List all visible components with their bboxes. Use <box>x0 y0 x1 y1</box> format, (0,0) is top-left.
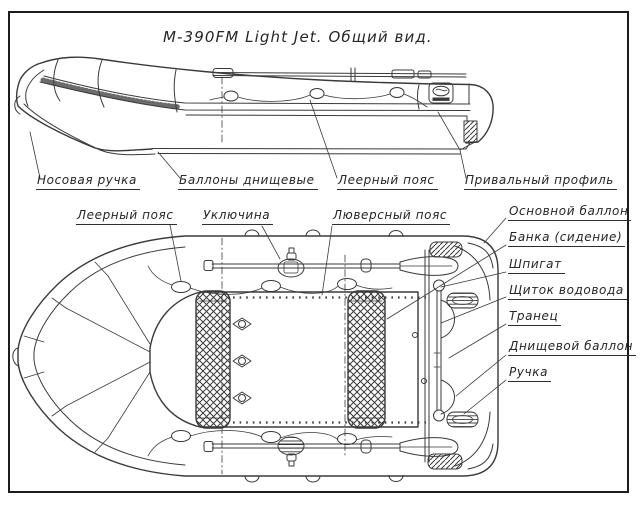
label-seat: Банка (сидение) <box>508 231 626 247</box>
bottom-tube-end <box>440 379 455 415</box>
hull-bottom-tubes <box>151 142 471 155</box>
tube-seam <box>417 84 420 110</box>
grommet-strips <box>233 296 427 424</box>
brand-badge-icon <box>428 82 454 104</box>
rope-ring <box>337 433 357 445</box>
transom-side <box>463 120 478 143</box>
rope-ring <box>337 278 357 290</box>
label-grab-rope-plan: Леерный пояс <box>76 209 177 225</box>
grab-rope-side <box>209 87 428 108</box>
label-main-tube: Основной баллон <box>508 205 632 221</box>
rope-ring <box>261 431 281 443</box>
seat-front <box>195 290 231 429</box>
leader-lines <box>29 99 507 415</box>
tube-bottom-edge <box>185 114 468 122</box>
bow-segments <box>23 246 186 466</box>
oarlock-port <box>277 247 305 278</box>
hull-outline <box>12 229 499 483</box>
cockpit-outline <box>149 291 419 428</box>
plan-view <box>12 229 499 483</box>
rope-ring <box>261 280 281 292</box>
label-scupper: Шпигат <box>508 258 565 274</box>
rope-ring <box>171 430 191 442</box>
label-grab-rope-side: Леерный пояс <box>337 174 438 190</box>
oar-side <box>212 67 467 82</box>
seat-rear <box>347 290 386 429</box>
label-handle: Ручка <box>508 366 552 382</box>
label-transom: Транец <box>508 310 562 326</box>
label-bow-handle: Носовая ручка <box>36 174 140 190</box>
transom-plan <box>412 249 430 463</box>
tube-seam <box>173 69 178 113</box>
oar-port <box>203 256 459 276</box>
tube-top-edge <box>37 56 471 86</box>
bottom-tube-end <box>440 299 455 339</box>
drawing-title: М-390FM Light Jet. Общий вид. <box>163 28 433 46</box>
oarlock-starboard <box>277 436 305 467</box>
bow-handle-shape <box>12 347 19 367</box>
stern-cap <box>465 83 494 144</box>
grab-ropes-plan <box>147 265 393 457</box>
label-bottom-tubes: Баллоны днищевые <box>178 174 318 190</box>
stern-handles <box>446 292 479 428</box>
corner-patches <box>427 241 463 470</box>
oar-starboard <box>203 437 459 457</box>
bow-handle-shape <box>14 95 21 115</box>
rope-ring <box>223 90 239 102</box>
scupper-hole <box>433 279 445 292</box>
label-oarlock: Уключина <box>202 209 274 225</box>
rope-ring <box>309 88 325 99</box>
rope-ring <box>171 281 191 293</box>
bow <box>14 59 156 156</box>
side-view <box>14 56 494 156</box>
rub-rail-band <box>39 75 471 111</box>
label-bottom-tube: Днищевой баллон <box>508 340 637 356</box>
label-rub-rail: Привальный профиль <box>464 174 617 190</box>
label-grommet-belt: Люверсный пояс <box>332 209 451 225</box>
rope-ring <box>389 87 405 98</box>
label-water-shield: Щиток водовода <box>508 284 627 300</box>
floor-valves <box>232 317 252 405</box>
water-shield <box>433 279 455 422</box>
